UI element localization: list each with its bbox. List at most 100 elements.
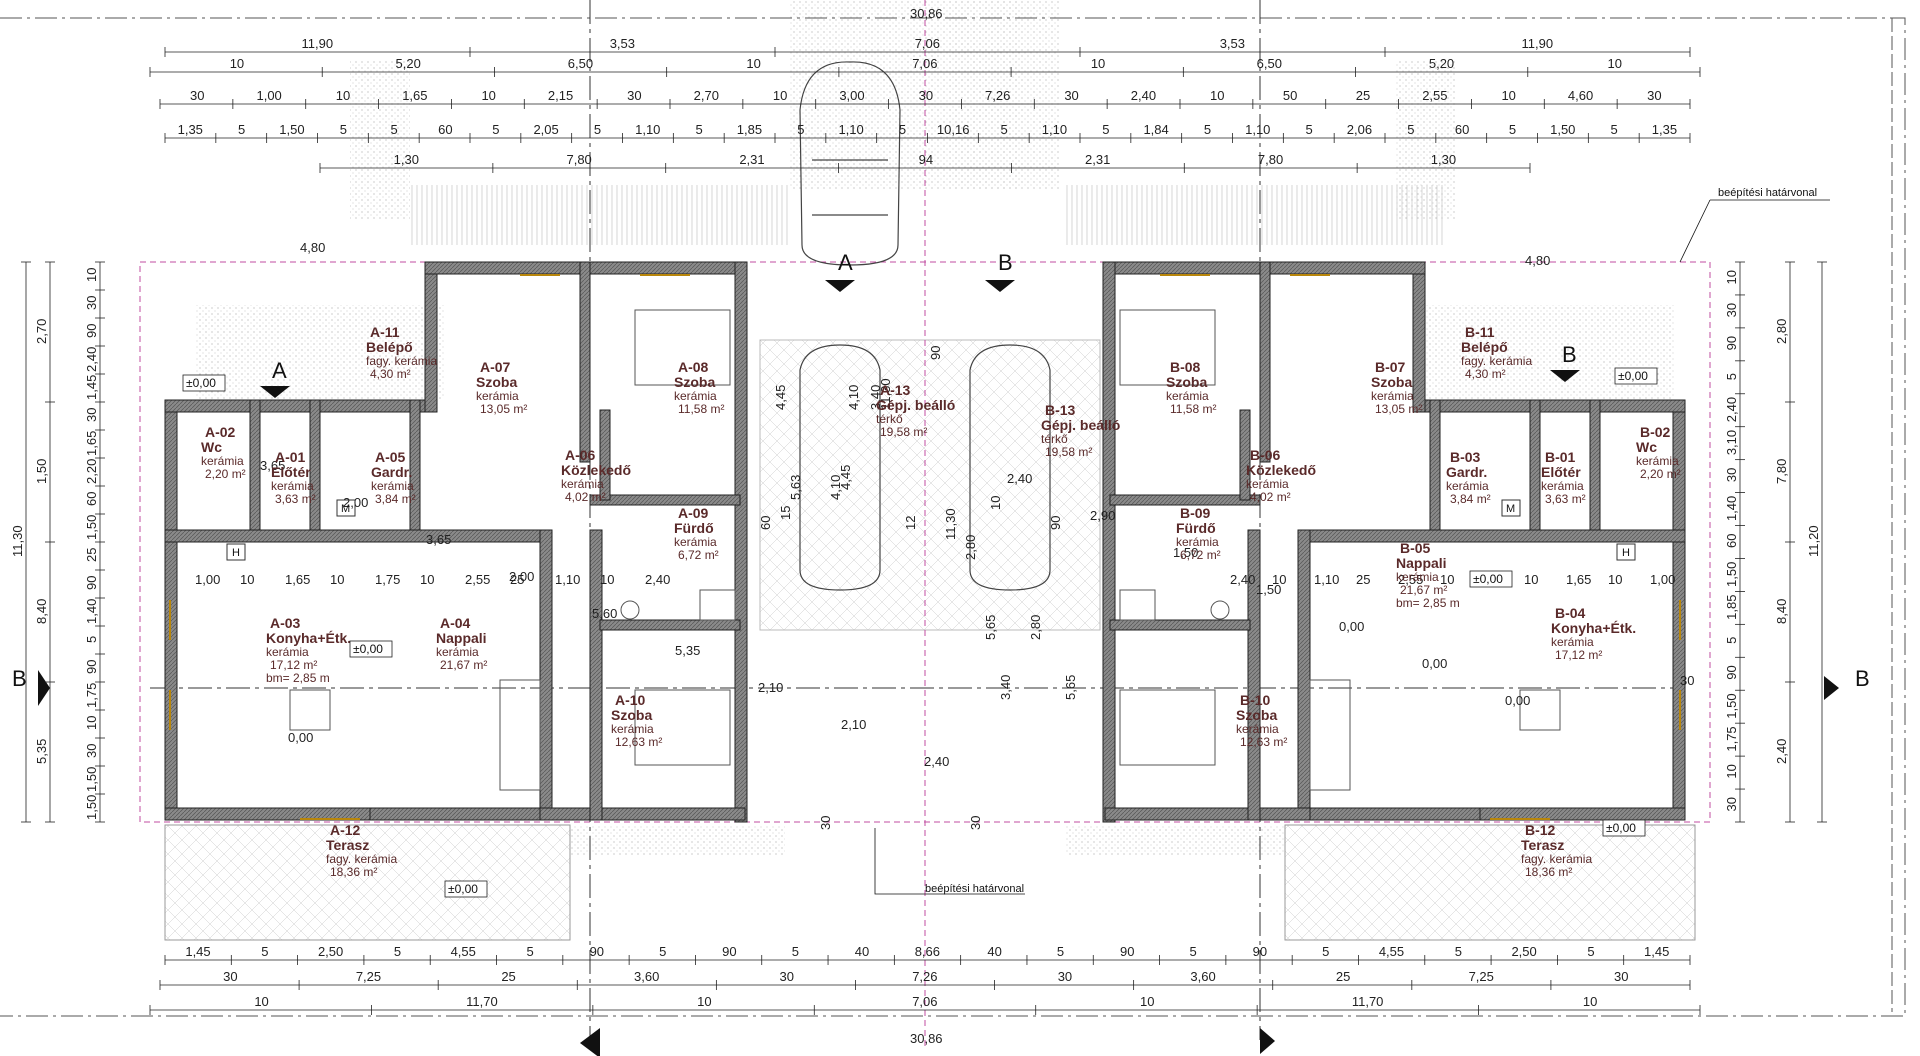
- dimension-label: 90: [590, 944, 604, 959]
- room-area: 4,02 m²: [1250, 490, 1291, 504]
- dimension-label: 5: [394, 944, 401, 959]
- dimension-label: 90: [722, 944, 736, 959]
- dimension-label: 5,35: [34, 739, 49, 764]
- room-name: Szoba: [1166, 374, 1207, 390]
- dimension-label: 1,00: [1650, 572, 1675, 587]
- dimension-label: 15: [778, 506, 793, 520]
- room-floor: kerámia: [1636, 454, 1679, 468]
- dimension-label: 40: [855, 944, 869, 959]
- dimension-label: 90: [84, 660, 99, 674]
- dimension-label: 7,06: [912, 994, 937, 1009]
- section-markers: A B A B B B: [12, 250, 1870, 1056]
- walls-unit-a: [164, 261, 748, 823]
- level-mark: ±0,00: [1606, 821, 1636, 835]
- level-box: [1614, 367, 1658, 385]
- room-code: B-07: [1375, 359, 1406, 375]
- dimension-label: 1,50: [84, 515, 99, 540]
- dimension-label: 1,50: [279, 122, 304, 137]
- dimension-label: 30: [1064, 88, 1078, 103]
- dimension-label: 1,45: [185, 944, 210, 959]
- dimension-label: 90: [1048, 516, 1063, 530]
- room-name: Gardr.: [371, 464, 412, 480]
- dimension-label: 30: [968, 816, 983, 830]
- room-floor: kerámia: [1446, 479, 1489, 493]
- dimension-label: 11,30: [878, 378, 893, 410]
- room-code: B-06: [1250, 447, 1281, 463]
- dimension-label: 25: [1356, 88, 1370, 103]
- room-floor: kerámia: [266, 645, 309, 659]
- room-area: 13,05 m²: [1375, 402, 1422, 416]
- room-area: 2,20 m²: [205, 467, 246, 481]
- room-floor: kerámia: [371, 479, 414, 493]
- room-name: Előtér: [1541, 464, 1581, 480]
- room-code: B-10: [1240, 692, 1271, 708]
- dimension-label: 7,80: [1258, 152, 1283, 167]
- dimension-label: 10: [1724, 270, 1739, 284]
- room-name: Terasz: [1521, 837, 1564, 853]
- dimension-label: 2,31: [739, 152, 764, 167]
- room-floor: kerámia: [1166, 389, 1209, 403]
- dimension-label: 7,26: [912, 969, 937, 984]
- room-area: 4,30 m²: [370, 367, 411, 381]
- dimension-label: 1,30: [394, 152, 419, 167]
- washer-label: M: [341, 503, 350, 515]
- overall-width-bottom: 30,86: [910, 1031, 943, 1046]
- dimension-label: 10,16: [937, 122, 970, 137]
- dimension-label: 30: [223, 969, 237, 984]
- room-floor: kerámia: [1246, 477, 1289, 491]
- dimension-label: 2,55: [465, 572, 490, 587]
- room-name: Gépj. beálló: [1041, 417, 1120, 433]
- dimension-label: 0,00: [288, 730, 313, 745]
- boundary-notes: beépítési határvonal beépítési határvona…: [874, 187, 1830, 895]
- toilet-icon: [1210, 600, 1230, 620]
- dimension-label: 1,45: [1644, 944, 1669, 959]
- dimension-label: 7,80: [1774, 459, 1789, 484]
- dimension-label: 3,60: [1190, 969, 1215, 984]
- room-code: A-08: [678, 359, 709, 375]
- dimension-label: 2,40: [645, 572, 670, 587]
- dimension-label: 2,80: [963, 535, 978, 560]
- section-b-top: B: [998, 250, 1013, 275]
- dimension-label: 2,40: [1774, 739, 1789, 764]
- dimension-label: 12: [903, 516, 918, 530]
- dimension-label: 2,50: [1511, 944, 1536, 959]
- fridge-icon: [226, 543, 246, 561]
- bed-icon: [634, 689, 731, 766]
- dimension-label: 5: [1057, 944, 1064, 959]
- section-a-left: A: [272, 358, 287, 383]
- dimension-label: 10: [1524, 572, 1538, 587]
- room-code: A-09: [678, 505, 709, 521]
- dimension-label: 11,90: [1522, 36, 1554, 51]
- dimension-label: 1,85: [737, 122, 762, 137]
- room-code: A-12: [330, 822, 361, 838]
- dimension-label: 11,30: [10, 525, 25, 557]
- room-name: Konyha+Étk.: [266, 630, 351, 646]
- dimension-label: 2,20: [84, 459, 99, 484]
- room-area: 6,72 m²: [678, 548, 719, 562]
- dimension-label: 1,50: [1724, 693, 1739, 718]
- room-area: 18,36 m²: [1525, 865, 1572, 879]
- dimension-label: 5: [797, 122, 804, 137]
- dimension-label: 1,10: [1314, 572, 1339, 587]
- dimension-label: 1,85: [1724, 595, 1739, 620]
- level-mark: ±0,00: [1618, 369, 1648, 383]
- room-code: B-05: [1400, 540, 1431, 556]
- room-area: 4,30 m²: [1465, 367, 1506, 381]
- room-name: Wc: [201, 439, 222, 455]
- dimension-label: 90: [1724, 336, 1739, 350]
- dimension-label: 5,60: [592, 606, 617, 621]
- dimension-label: 2,06: [1347, 122, 1372, 137]
- dimension-label: 30: [1724, 797, 1739, 811]
- dimension-label: 1,65: [402, 88, 427, 103]
- room-code: A-05: [375, 449, 406, 465]
- room-code: A-11: [370, 324, 400, 340]
- windows: [169, 274, 1681, 820]
- room-area: 19,58 m²: [880, 425, 927, 439]
- bed-icon: [1119, 689, 1216, 766]
- room-code: A-13: [880, 382, 911, 398]
- dimension-label: 1,45: [84, 375, 99, 400]
- level-mark: ±0,00: [448, 882, 478, 896]
